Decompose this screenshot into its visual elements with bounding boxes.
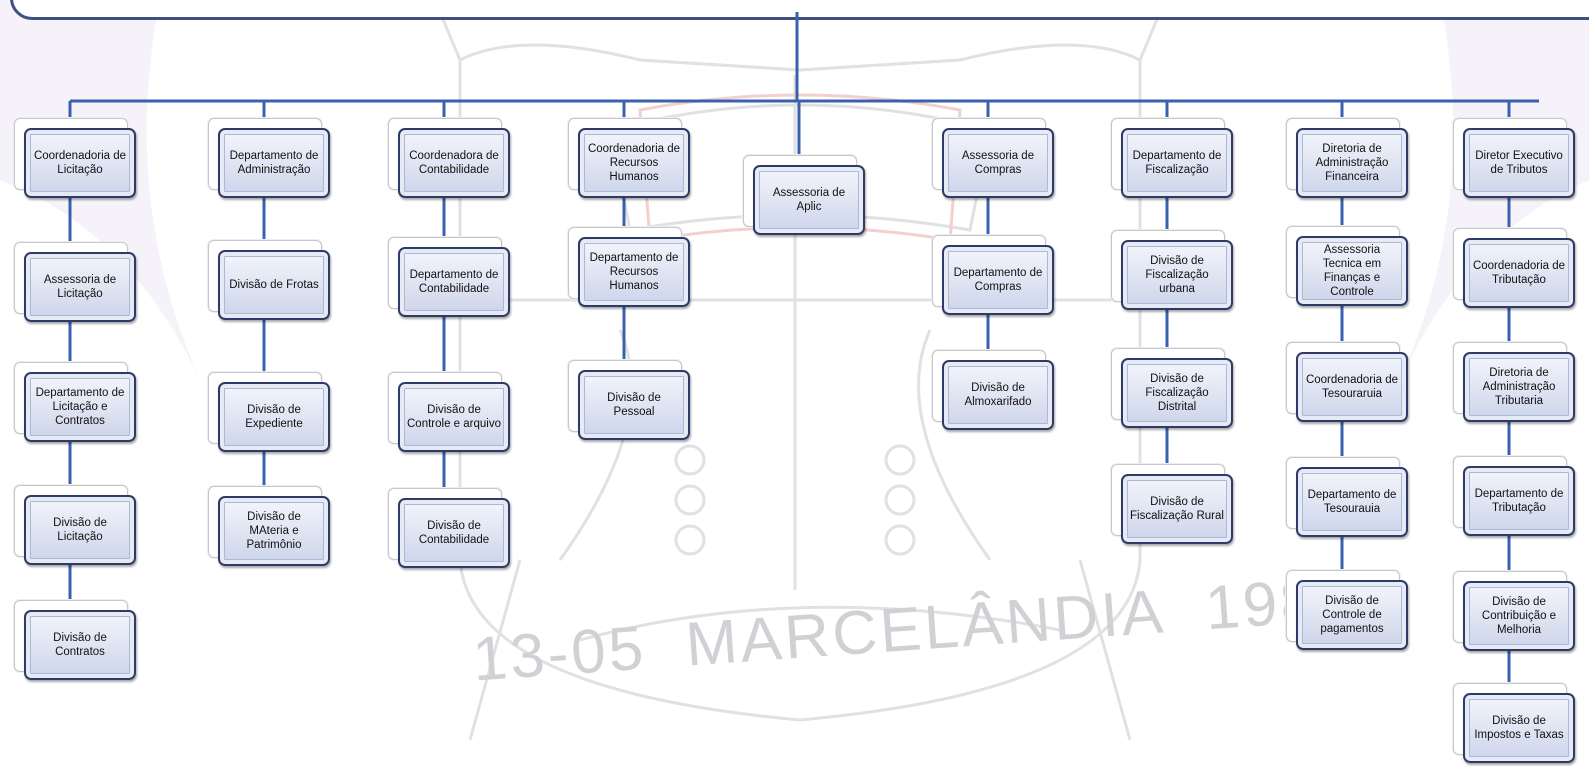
org-node: Divisão de Expediente — [208, 372, 330, 452]
node-label: Coordenadoria de Tesouraruia — [1296, 352, 1408, 422]
org-node: Diretor Executivo de Tributos — [1453, 118, 1575, 198]
org-node: Divisão de Contratos — [14, 600, 136, 680]
node-label: Divisão de Controle e arquivo — [398, 382, 510, 452]
node-label: Departamento de Administração — [218, 128, 330, 198]
org-node: Assessoria de Aplic — [743, 155, 865, 235]
org-node: Divisão de Impostos e Taxas — [1453, 683, 1575, 763]
node-label: Divisão de Expediente — [218, 382, 330, 452]
org-node: Departamento de Licitação e Contratos — [14, 362, 136, 442]
org-node: Divisão de MAteria e Patrimônio — [208, 486, 330, 566]
org-node: Divisão de Fiscalização Distrital — [1111, 348, 1233, 428]
node-label: Divisão de Controle de pagamentos — [1296, 580, 1408, 650]
org-node: Departamento de Compras — [932, 235, 1054, 315]
org-node: Assessoria de Licitação — [14, 242, 136, 322]
org-node: Departamento de Tesourauia — [1286, 457, 1408, 537]
org-node: Divisão de Controle de pagamentos — [1286, 570, 1408, 650]
node-label: Divisão de Almoxarifado — [942, 360, 1054, 430]
node-label: Divisão de Pessoal — [578, 370, 690, 440]
node-label: Divisão de MAteria e Patrimônio — [218, 496, 330, 566]
node-label: Assessoria de Licitação — [24, 252, 136, 322]
node-label: Departamento de Tesourauia — [1296, 467, 1408, 537]
org-node: Divisão de Controle e arquivo — [388, 372, 510, 452]
org-node: Divisão de Pessoal — [568, 360, 690, 440]
node-label: Divisão de Licitação — [24, 495, 136, 565]
org-node: Departamento de Contabilidade — [388, 237, 510, 317]
org-node: Divisão de Almoxarifado — [932, 350, 1054, 430]
node-label: Assessoria Tecnica em Finanças e Control… — [1296, 236, 1408, 306]
node-label: Divisão de Impostos e Taxas — [1463, 693, 1575, 763]
node-label: Departamento de Contabilidade — [398, 247, 510, 317]
node-label: Divisão de Fiscalização urbana — [1121, 240, 1233, 310]
node-label: Departamento de Tributação — [1463, 466, 1575, 536]
node-label: Divisão de Contratos — [24, 610, 136, 680]
node-label: Divisão de Fiscalização Rural — [1121, 474, 1233, 544]
node-label: Diretoria de Administração Tributaria — [1463, 352, 1575, 422]
org-node: Diretoria de Administração Tributaria — [1453, 342, 1575, 422]
org-node: Divisão de Contabilidade — [388, 488, 510, 568]
org-node: Departamento de Administração — [208, 118, 330, 198]
node-label: Divisão de Fiscalização Distrital — [1121, 358, 1233, 428]
node-label: Diretoria de Administração Financeira — [1296, 128, 1408, 198]
node-label: Coordenadoria de Licitação — [24, 128, 136, 198]
org-node: Divisão de Fiscalização Rural — [1111, 464, 1233, 544]
node-label: Departamento de Licitação e Contratos — [24, 372, 136, 442]
node-label: Coordenadoria de Tributação — [1463, 238, 1575, 308]
org-node: Divisão de Fiscalização urbana — [1111, 230, 1233, 310]
org-node: Coordenadoria de Recursos Humanos — [568, 118, 690, 198]
org-node: Divisão de Contribuição e Melhoria — [1453, 571, 1575, 651]
node-label: Assessoria de Aplic — [753, 165, 865, 235]
org-node: Coordenadoria de Tributação — [1453, 228, 1575, 308]
node-label: Diretor Executivo de Tributos — [1463, 128, 1575, 198]
org-node: Divisão de Licitação — [14, 485, 136, 565]
node-label: Assessoria de Compras — [942, 128, 1054, 198]
org-node: Coordenadora de Contabilidade — [388, 118, 510, 198]
node-label: Coordenadoria de Recursos Humanos — [578, 128, 690, 198]
org-node: Assessoria de Compras — [932, 118, 1054, 198]
org-node: Departamento de Fiscalização — [1111, 118, 1233, 198]
node-label: Departamento de Recursos Humanos — [578, 237, 690, 307]
org-node: Assessoria Tecnica em Finanças e Control… — [1286, 226, 1408, 306]
node-label: Divisão de Contabilidade — [398, 498, 510, 568]
org-node: Departamento de Tributação — [1453, 456, 1575, 536]
node-label: Divisão de Contribuição e Melhoria — [1463, 581, 1575, 651]
org-node: Coordenadoria de Tesouraruia — [1286, 342, 1408, 422]
node-label: Departamento de Fiscalização — [1121, 128, 1233, 198]
node-label: Divisão de Frotas — [218, 250, 330, 320]
org-node: Departamento de Recursos Humanos — [568, 227, 690, 307]
node-label: Coordenadora de Contabilidade — [398, 128, 510, 198]
org-node: Divisão de Frotas — [208, 240, 330, 320]
org-node: Diretoria de Administração Financeira — [1286, 118, 1408, 198]
node-label: Departamento de Compras — [942, 245, 1054, 315]
org-node: Coordenadoria de Licitação — [14, 118, 136, 198]
